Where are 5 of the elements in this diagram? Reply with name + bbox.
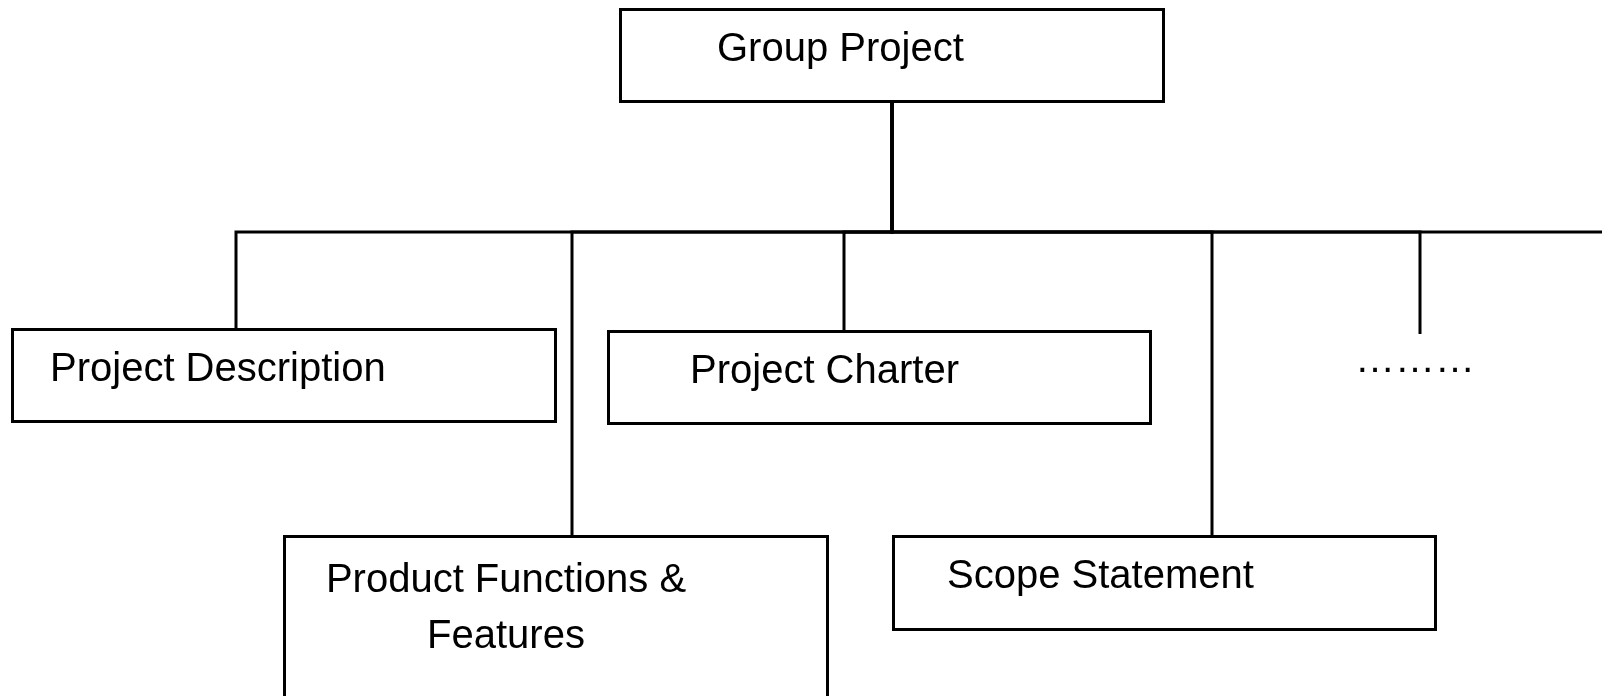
process-box: Scope Statement <box>892 535 1437 631</box>
process-box: Project Description <box>11 328 557 423</box>
process-box: Product Functions & Features <box>283 535 829 696</box>
process-box: Project Charter <box>607 330 1152 425</box>
process-box: Group Project <box>619 8 1165 103</box>
